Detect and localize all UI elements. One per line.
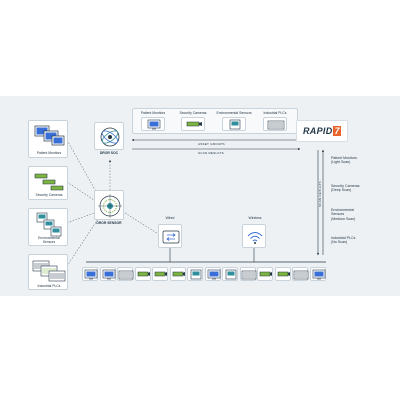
network-device[interactable]: [169, 267, 186, 281]
network-device[interactable]: [152, 267, 169, 281]
sensor-icon: [229, 119, 241, 130]
group-industrial-plcs[interactable]: Industrial PLCs: [28, 254, 68, 290]
network-device[interactable]: [117, 267, 134, 281]
monitor-icon: [84, 269, 98, 280]
plc-icon: [294, 270, 309, 280]
network-device[interactable]: [134, 267, 151, 281]
scan-profile-name-2: Sensors: [331, 212, 345, 217]
monitor-icon: [207, 269, 221, 280]
asset-type-label: Security Cameras: [179, 111, 207, 115]
scan-profile-level: (No Scan): [331, 240, 348, 245]
asset-type-security-cameras[interactable]: [181, 117, 205, 131]
group-label: Patient Monitors: [36, 151, 62, 155]
asset-type-environmental-sensors[interactable]: [222, 117, 246, 131]
network-device[interactable]: [310, 267, 326, 281]
scan-profile-name: Security Cameras: [331, 184, 360, 188]
monitor-icon: [147, 119, 161, 130]
network-device[interactable]: [239, 267, 257, 281]
network-device[interactable]: [204, 267, 221, 281]
scan-profile-level: (Light Scan): [331, 160, 351, 165]
group-label: Security Cameras: [35, 193, 63, 197]
settings-globe-icon: [100, 127, 120, 147]
network-device[interactable]: [99, 267, 116, 281]
network-device[interactable]: [274, 267, 291, 281]
wireless-label: Wireless: [248, 216, 262, 220]
scan-profile-plcs: Industrial PLCs (No Scan): [331, 236, 355, 245]
monitor-icon: [312, 269, 326, 280]
wireless-ap-node[interactable]: [242, 224, 266, 248]
network-device[interactable]: [222, 267, 239, 281]
scan-profile-name: Patient Monitors: [331, 156, 357, 160]
group-label: Industrial PLCs: [37, 284, 61, 288]
group-label-line2: Sensors: [42, 240, 56, 244]
radar-sensor-icon: [98, 194, 122, 218]
scan-profile-env: Environmental Sensors (Medium Scan): [331, 208, 355, 221]
sensor-icon: [36, 212, 62, 237]
asset-type-industrial-plcs[interactable]: [263, 117, 287, 131]
dror-soc-node[interactable]: [94, 122, 124, 150]
link-env-sensor: [66, 212, 95, 224]
scan-profile-patient: Patient Monitors (Light Scan): [331, 156, 357, 165]
network-device[interactable]: [257, 267, 274, 281]
dror-soc-label: DROR SOC: [99, 151, 119, 155]
asset-type-label: Environmental Sensors: [216, 111, 252, 115]
plc-icon: [32, 260, 66, 282]
scan-profile-level: (Deep Scan): [331, 188, 352, 193]
monitor-icon: [34, 125, 65, 146]
link-cameras-sensor: [66, 181, 95, 201]
scan-results-vertical-caption: SCAN RESULTS: [318, 181, 322, 207]
rapid7-logo-mark: 7: [333, 126, 342, 136]
scan-profile-name: Environmental: [331, 208, 354, 212]
dror-sensor-label: DROR SENSOR: [96, 221, 122, 225]
rapid7-logo-text: RAPID: [303, 126, 333, 136]
group-patient-monitors[interactable]: Patient Monitors: [28, 120, 68, 158]
asset-type-label: Patient Monitors: [140, 111, 166, 115]
group-environmental-sensors[interactable]: Environmental Sensors: [28, 208, 68, 246]
group-label-line1: Environmental: [38, 236, 60, 240]
plc-icon: [267, 120, 285, 130]
scan-profile-name: Industrial PLCs: [331, 236, 356, 240]
camera-icon: [186, 121, 202, 127]
switch-arrows-icon: [162, 230, 180, 244]
wired-label: Wired: [165, 216, 175, 220]
network-device[interactable]: [292, 267, 309, 281]
camera-icon: [154, 271, 168, 277]
camera-icon: [277, 271, 290, 277]
sensor-icon: [190, 269, 202, 280]
camera-icon: [34, 173, 64, 191]
asset-type-patient-monitors[interactable]: [141, 117, 165, 131]
link-sensor-wired: [124, 212, 161, 236]
network-device[interactable]: [187, 267, 204, 281]
asset-groups-caption: ASSET GROUPS: [198, 142, 225, 146]
dror-sensor-node[interactable]: [94, 190, 124, 220]
camera-icon: [137, 271, 150, 277]
sensor-icon: [225, 269, 237, 280]
camera-icon: [172, 271, 185, 277]
scan-profile-level: (Medium Scan): [331, 216, 356, 221]
wired-switch-node[interactable]: [158, 224, 182, 248]
camera-icon: [260, 271, 273, 277]
wifi-icon: [247, 232, 263, 244]
scan-profile-cameras: Security Cameras (Deep Scan): [331, 184, 360, 193]
network-device[interactable]: [82, 267, 98, 281]
link-plc-sensor: [66, 218, 99, 267]
group-security-cameras[interactable]: Security Cameras: [28, 166, 68, 200]
plc-icon: [241, 270, 257, 280]
monitor-icon: [102, 269, 115, 280]
plc-icon: [118, 270, 134, 280]
scan-results-caption: SCAN RESULTS: [198, 151, 224, 155]
asset-type-label: Industrial PLCs: [263, 111, 287, 115]
